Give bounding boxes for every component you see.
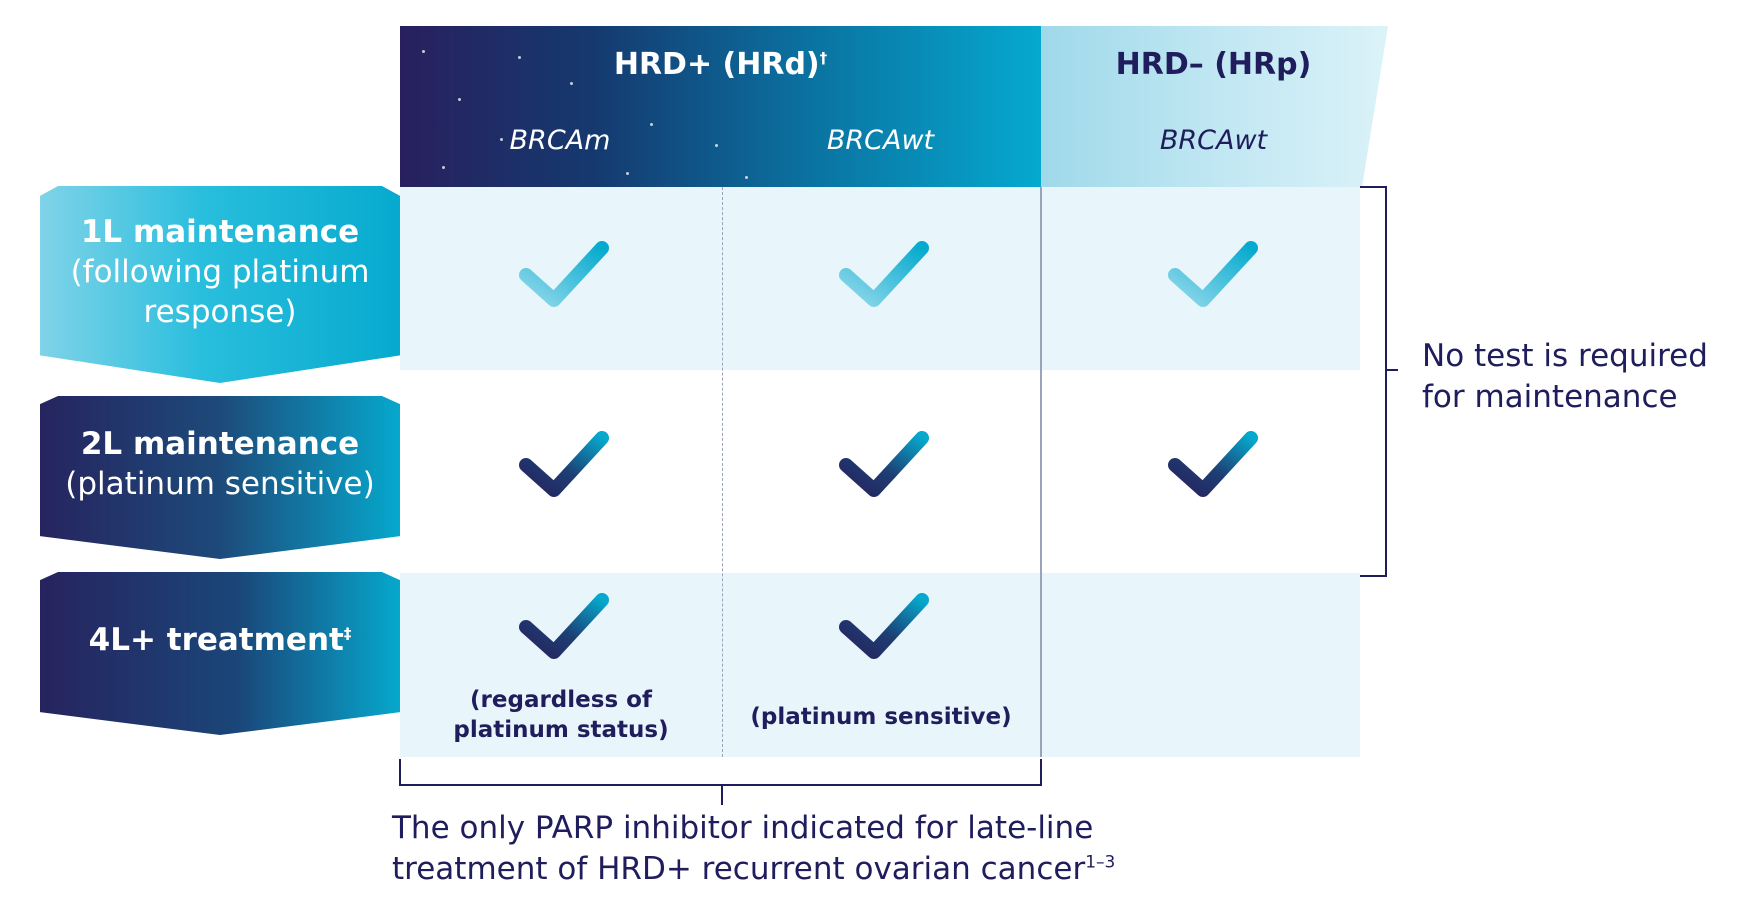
row-label-1l-line1: (following platinum	[70, 254, 370, 290]
row-label-2l-line1: (platinum sensitive)	[65, 466, 375, 502]
right-bracket-line-1: No test is required	[1422, 338, 1708, 374]
check-icon-1l-brcawt-hrd-positive	[839, 241, 929, 307]
dagger-footnote-mark: †	[819, 49, 828, 67]
column-divider-dashed	[722, 187, 723, 757]
header-hrd-negative-title: HRD– (HRp)	[1115, 47, 1312, 82]
bottom-bracket-text: The only PARP inhibitor indicated for la…	[392, 808, 1115, 890]
row-label-1l-title: 1L maintenance	[80, 214, 360, 250]
check-icon-2l-brcawt-hrd-positive	[839, 431, 929, 497]
note-regardless-of-platinum-status: (regardless of platinum status)	[400, 685, 722, 745]
right-bracket	[1360, 186, 1398, 577]
check-icon-2l-brcawt-hrd-negative	[1168, 431, 1258, 497]
bottom-bracket-line-1: The only PARP inhibitor indicated for la…	[392, 810, 1094, 846]
row-label-4l-title: 4L+ treatment	[88, 622, 344, 658]
bottom-bracket	[399, 759, 1042, 805]
row-label-2l-title: 2L maintenance	[80, 426, 360, 462]
double-dagger-footnote-mark: ‡	[343, 624, 352, 643]
note-line-1: (platinum sensitive)	[750, 704, 1012, 730]
bottom-bracket-line-2: treatment of HRD+ recurrent ovarian canc…	[392, 851, 1086, 887]
header-brcam: BRCAm	[509, 125, 611, 156]
header-brcawt-hrd-negative: BRCAwt	[1159, 125, 1268, 156]
row-label-1l-maintenance: 1L maintenance (following platinum respo…	[40, 186, 400, 383]
note-line-1: (regardless of	[470, 687, 652, 713]
note-line-2: platinum status)	[453, 717, 669, 743]
check-icon-4l-brcawt-hrd-positive	[839, 593, 929, 659]
header-hrd-positive-title: HRD+ (HRd)	[613, 47, 820, 82]
note-platinum-sensitive: (platinum sensitive)	[722, 702, 1040, 732]
check-icon-4l-brcam	[519, 593, 609, 659]
row-band-4l	[400, 573, 1360, 757]
right-bracket-line-2: for maintenance	[1422, 379, 1678, 415]
row-label-1l-line2: response)	[143, 294, 297, 330]
row-band-1l	[400, 187, 1360, 370]
header-brcawt-hrd-positive: BRCAwt	[826, 125, 935, 156]
header-hrd-negative: HRD– (HRp) BRCAwt	[1041, 26, 1388, 187]
row-label-2l-maintenance: 2L maintenance (platinum sensitive)	[40, 396, 400, 559]
header-hrd-positive: HRD+ (HRd)† BRCAm BRCAwt	[400, 26, 1041, 187]
check-icon-2l-brcam	[519, 431, 609, 497]
reference-superscript: 1–3	[1085, 852, 1116, 873]
column-divider-solid	[1040, 187, 1042, 757]
row-label-4l-treatment: 4L+ treatment‡	[40, 572, 400, 735]
check-icon-1l-brcam	[519, 241, 609, 307]
check-icon-1l-brcawt-hrd-negative	[1168, 241, 1258, 307]
right-bracket-text: No test is required for maintenance	[1422, 336, 1708, 418]
